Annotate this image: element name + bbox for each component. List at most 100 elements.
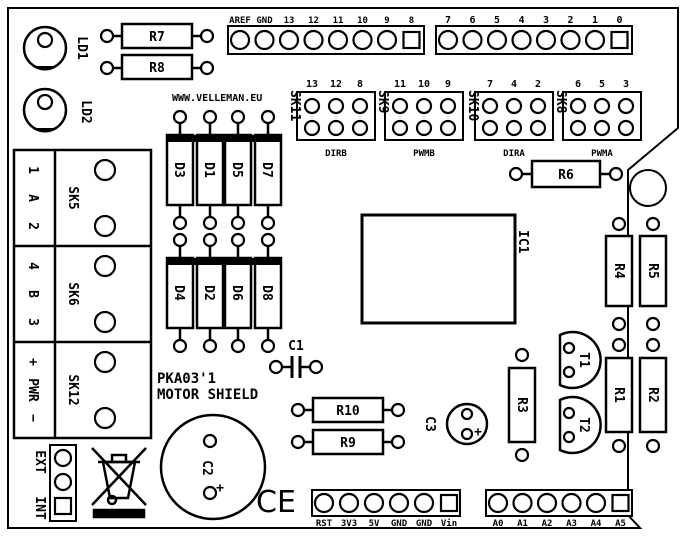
jumper-pin	[351, 97, 369, 115]
header-pin-label: Vin	[441, 518, 457, 529]
r10-label: R10	[336, 404, 360, 419]
header-pin-label: 1	[592, 15, 598, 26]
terminal-side-label: PWR	[25, 378, 40, 402]
header-pin-label: 10	[357, 16, 368, 26]
r5-label: R5	[645, 263, 660, 279]
resistor-r4: R4	[604, 216, 634, 332]
board-title: PKA03'1	[157, 371, 216, 387]
jumper-pin-label: 7	[487, 79, 493, 90]
header-pin-label: 6	[469, 15, 475, 26]
jumper-pin	[593, 119, 611, 137]
jumper-pin	[593, 97, 611, 115]
diode-pin	[260, 215, 276, 231]
header-pin-label: GND	[416, 519, 433, 529]
terminal-screw	[93, 406, 117, 430]
header-pin	[560, 29, 581, 51]
jumper-pin	[415, 97, 433, 115]
diode-pin	[172, 109, 188, 125]
url-text: WWW.VELLEMAN.EU	[172, 93, 262, 104]
diode-body	[253, 256, 283, 330]
r9-label: R9	[340, 436, 356, 451]
jumper-ref: SK10	[465, 90, 480, 121]
header-pin-label: 7	[445, 15, 451, 26]
header-pin	[535, 29, 557, 51]
terminal-side-label: 2	[25, 222, 40, 230]
int-label: INT	[32, 496, 47, 520]
resistor-r9: R9	[290, 428, 406, 456]
header-pin-label: 3	[543, 15, 549, 26]
terminal-screw	[93, 254, 117, 278]
header-pin	[313, 492, 335, 514]
header-pin-label: GND	[391, 519, 408, 529]
terminal-ref: SK5	[65, 186, 80, 209]
r4-label: R4	[611, 263, 626, 279]
header-pin-label: 13	[284, 16, 295, 26]
header-pin	[303, 29, 324, 51]
header-pin-label: 9	[384, 16, 389, 26]
diode-label: D2	[201, 285, 216, 301]
t1-label: T1	[576, 352, 591, 368]
jumper-pin-label: 9	[445, 79, 451, 90]
mounting-hole	[629, 169, 667, 207]
jumper-pin	[617, 97, 635, 115]
resistor-r7: R7	[99, 22, 215, 50]
header-pin-square	[611, 493, 630, 513]
capacitor-c1: C1	[268, 339, 324, 378]
jumper-pin-label: 11	[394, 79, 406, 90]
ld2-label: LD2	[78, 100, 93, 123]
terminal-side-label: B	[25, 290, 40, 298]
resistor-r10: R10	[290, 396, 406, 424]
diode-pin	[172, 215, 188, 231]
header-pin	[327, 29, 349, 51]
jumper-pin	[391, 97, 409, 115]
header-pin-square	[439, 493, 459, 513]
jumper-pin-label: 2	[535, 79, 541, 90]
jumper-pin	[569, 119, 587, 137]
header-pin-label: A3	[566, 519, 577, 529]
resistor-r6: R6	[508, 159, 624, 189]
diode-pin	[260, 338, 276, 354]
header-pin-label: 0	[616, 15, 622, 26]
header-pin-label: A5	[615, 519, 626, 529]
resistor-r5: R5	[638, 216, 668, 332]
jumper-pin	[617, 119, 635, 137]
jumper-pin	[439, 119, 457, 137]
led-ld2: LD2	[22, 87, 93, 133]
led-ld1: LD1	[22, 25, 89, 71]
jumper-pin	[529, 119, 547, 137]
diode-label: D4	[171, 285, 186, 301]
diode-pin	[202, 215, 218, 231]
jumper-pin-label: 3	[623, 79, 629, 90]
transistor-t1: T1	[558, 330, 602, 390]
header-pin	[561, 492, 582, 514]
header-pin	[437, 29, 459, 51]
diode-pin	[202, 232, 218, 248]
header-pin-label: 4	[518, 15, 524, 26]
header-pin-label: 5V	[369, 519, 380, 529]
diode-pin	[230, 109, 246, 125]
header-pin	[338, 492, 360, 514]
header-pin-label: RST	[316, 519, 333, 529]
ic-ic1: IC1	[360, 213, 530, 325]
transistor-t2: T2	[558, 395, 602, 455]
terminal-side-label: −	[25, 414, 40, 422]
diode-body	[253, 133, 283, 207]
header-pin	[487, 492, 509, 514]
header-pin-label: A2	[542, 519, 553, 529]
c2-plus: +	[216, 481, 224, 496]
terminal-side-label: +	[25, 358, 40, 366]
c3-label: C3	[422, 416, 437, 432]
header-pin	[413, 492, 435, 514]
c2-label: C2	[199, 460, 214, 476]
header-pin-label: GND	[256, 16, 273, 26]
terminal-side-label: A	[25, 194, 40, 202]
ce-mark: CE	[256, 485, 296, 520]
c1-label: C1	[288, 339, 304, 354]
header-pin	[536, 492, 558, 514]
header-pin	[278, 29, 300, 51]
terminal-ref: SK12	[65, 374, 80, 405]
jumper-pin	[303, 119, 321, 137]
